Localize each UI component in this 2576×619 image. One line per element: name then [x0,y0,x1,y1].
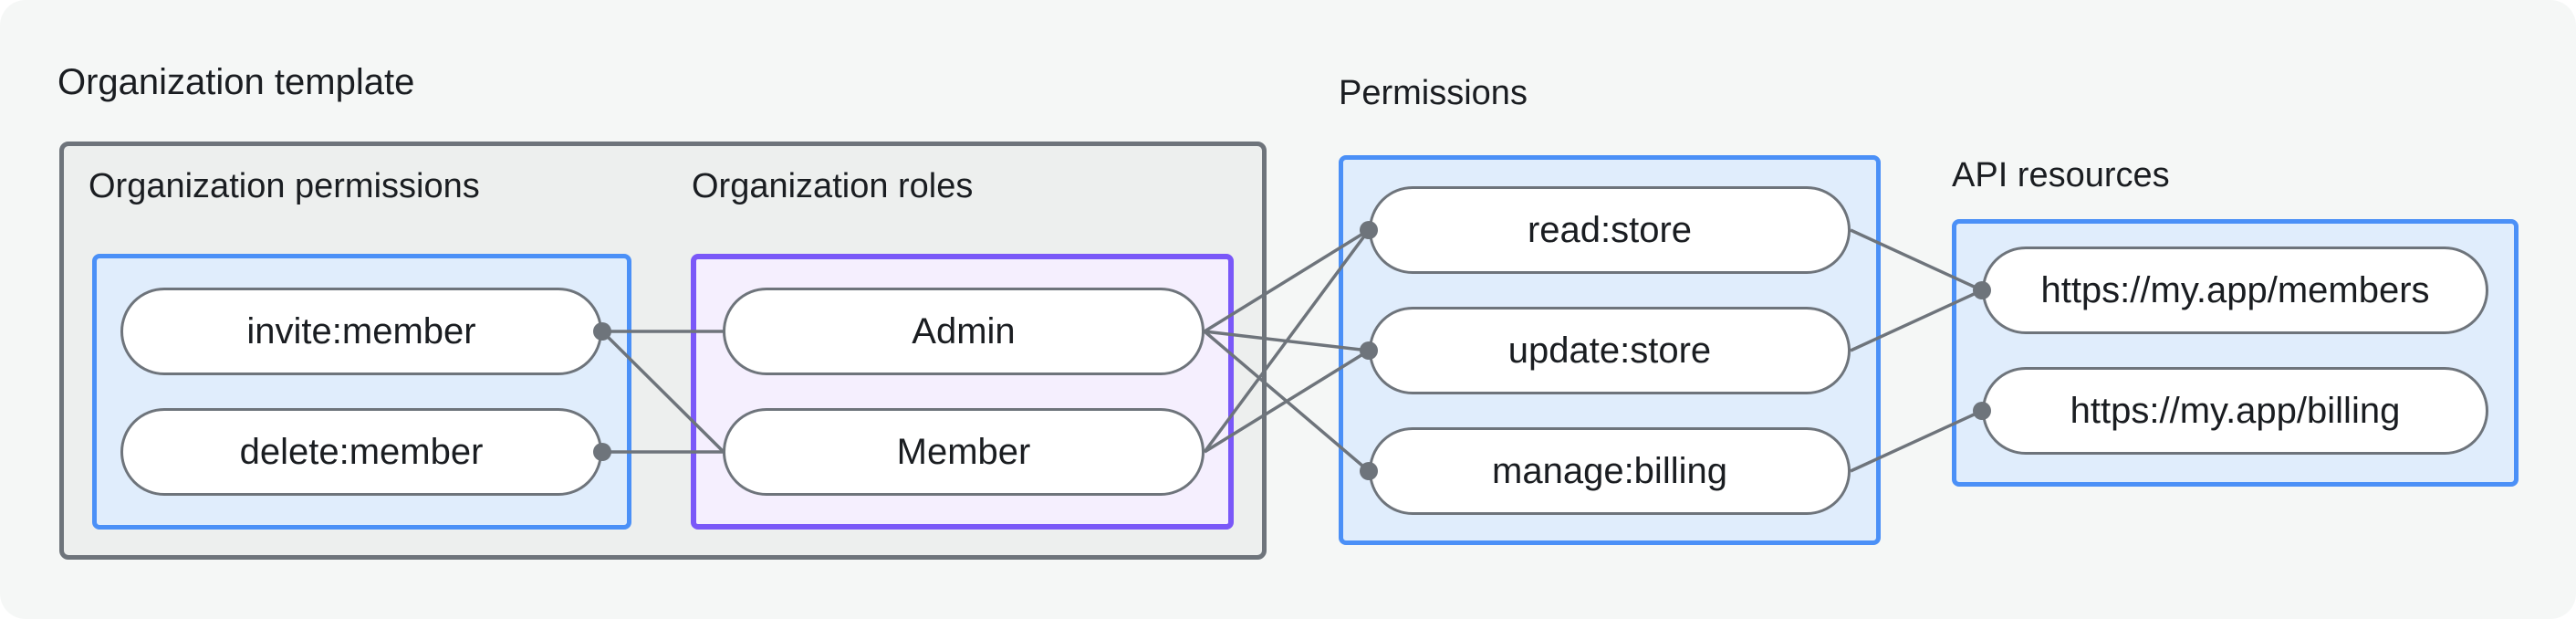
node-admin: Admin [723,288,1205,375]
node-api-members: https://my.app/members [1982,247,2488,334]
node-member: Member [723,408,1205,496]
node-api-billing: https://my.app/billing [1982,367,2488,455]
permissions-label: Permissions [1339,74,1528,112]
node-manage-billing: manage:billing [1369,427,1851,515]
node-invite-member: invite:member [120,288,602,375]
org-permissions-label: Organization permissions [89,167,480,205]
org-template-label: Organization template [57,62,415,102]
node-read-store: read:store [1369,186,1851,274]
node-update-store: update:store [1369,307,1851,394]
org-roles-label: Organization roles [692,167,974,205]
api-resources-label: API resources [1952,156,2170,194]
node-delete-member: delete:member [120,408,602,496]
